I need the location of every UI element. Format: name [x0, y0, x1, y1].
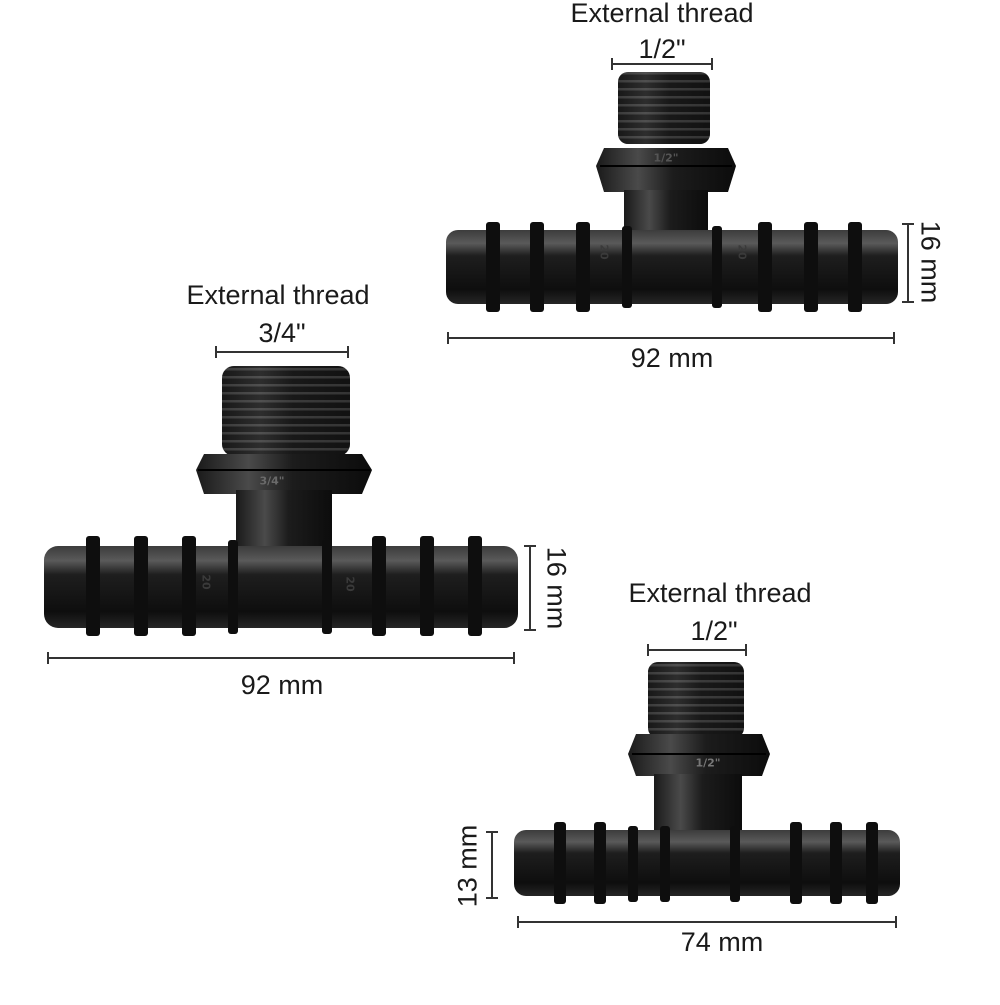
tee-fitting-1 [446, 72, 898, 312]
body-marking: 3/4" [259, 474, 285, 488]
thread-size-label: 1/2" [638, 34, 686, 64]
body-marking: 20 [597, 244, 611, 260]
tee-neck [236, 490, 332, 550]
barbed-body [514, 830, 900, 896]
length-label: 92 mm [240, 670, 324, 700]
tee-fitting-2 [44, 366, 518, 636]
tee-neck [654, 774, 742, 834]
thread-size-label: 1/2" [690, 616, 738, 646]
diameter-label: 13 mm [452, 824, 483, 908]
body-marking: 1/2" [695, 756, 721, 770]
diameter-label: 16 mm [915, 220, 946, 304]
thread-type-label: External thread [570, 0, 754, 28]
thread-size-label: 3/4" [258, 318, 306, 348]
hex-nut [196, 454, 372, 494]
length-label: 92 mm [630, 343, 714, 373]
tee-fitting-3 [514, 662, 900, 904]
body-marking: 1/2" [653, 151, 679, 165]
body-marking: 20 [199, 574, 213, 590]
body-marking: 20 [343, 576, 357, 592]
tee-neck [624, 190, 708, 236]
thread-type-label: External thread [628, 578, 812, 608]
body-marking: 20 [735, 244, 749, 260]
hex-nut [596, 148, 736, 192]
length-label: 74 mm [680, 927, 764, 957]
barbed-body [446, 230, 898, 304]
dimension-lines [47, 58, 914, 928]
barbed-body [44, 546, 518, 628]
diameter-label: 16 mm [541, 546, 572, 630]
thread-type-label: External thread [186, 280, 370, 310]
